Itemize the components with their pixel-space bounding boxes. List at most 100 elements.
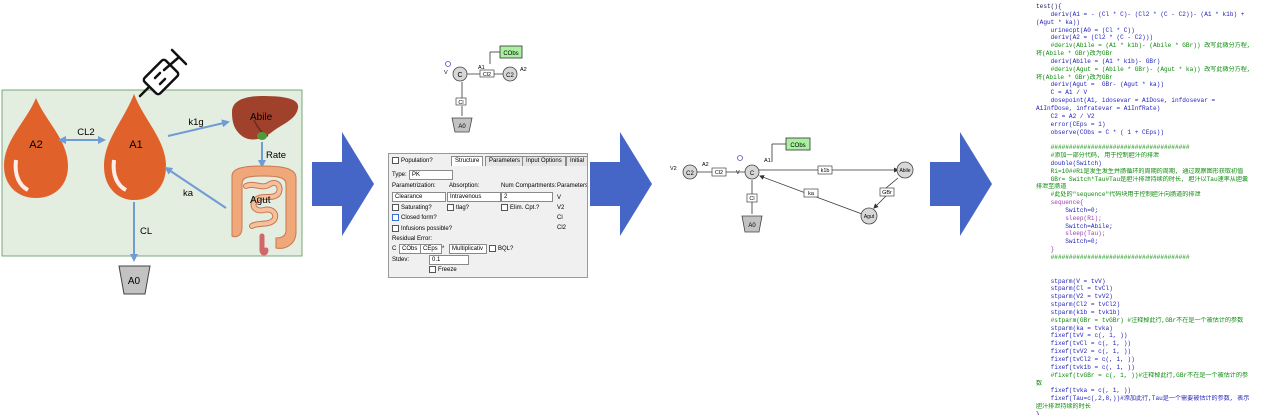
code-line: stparm(k1b = tvk1b) bbox=[1036, 308, 1121, 316]
model-diagram-small: C C2 CObs Cl2 A1 A2 V Cl A0 bbox=[444, 45, 527, 133]
flow-ka[interactable] bbox=[803, 188, 819, 198]
code-line: (Agut * ka)) bbox=[1036, 18, 1080, 26]
tlag-checkbox[interactable] bbox=[447, 204, 454, 211]
edge-rate-label: Rate bbox=[266, 150, 286, 161]
absorption-select[interactable]: Intravenous bbox=[447, 192, 501, 202]
code-line: A1InfDose, infratevar = A1InfRate) bbox=[1036, 104, 1161, 112]
flow-k1b[interactable] bbox=[817, 165, 833, 175]
flow-arrow-3 bbox=[930, 132, 992, 236]
tab-initial[interactable]: Initial bbox=[566, 156, 587, 166]
node-c2-small[interactable] bbox=[502, 66, 518, 82]
code-line: fixef(tvk1b = c(, 1, )) bbox=[1036, 363, 1135, 371]
elim-cpt-row[interactable]: Elim. Cpt.? bbox=[501, 204, 539, 212]
population-label: Population? bbox=[401, 158, 433, 165]
freeze-label: Freeze bbox=[438, 267, 457, 274]
residual-error-label: Residual Error: bbox=[392, 236, 433, 242]
code-line: stparm(ka = tvka) bbox=[1036, 324, 1113, 332]
code-line: deriv(Abile = (A1 * k1b)- GBr) bbox=[1036, 57, 1161, 65]
parametrization-select[interactable]: Clearance bbox=[392, 192, 446, 202]
intestines-icon: Agut bbox=[231, 165, 297, 256]
code-line: 胆汁排泄持续的时长 bbox=[1036, 403, 1091, 411]
edge-k1g-label: k1g bbox=[188, 117, 203, 128]
edge-ka-label: ka bbox=[183, 188, 194, 199]
code-line: C = A1 / V bbox=[1036, 89, 1088, 97]
node-cobs-label: CObs bbox=[790, 143, 805, 149]
code-line: Switch=0; bbox=[1036, 206, 1099, 214]
flow-k1b-label: k1b bbox=[821, 168, 830, 174]
num-compartments-select[interactable]: 2 bbox=[501, 192, 553, 202]
elim-cpt-checkbox[interactable] bbox=[501, 204, 508, 211]
tab-input-options[interactable]: Input Options bbox=[522, 156, 566, 166]
code-line bbox=[1036, 270, 1269, 278]
node-agut[interactable] bbox=[860, 207, 878, 225]
node-a0-small[interactable] bbox=[451, 117, 473, 133]
magnifier-icon bbox=[445, 61, 451, 67]
flow-cl2-label: Cl2 bbox=[715, 170, 723, 176]
freeze-row[interactable]: Freeze bbox=[429, 266, 457, 274]
label-a2: A2 bbox=[702, 162, 709, 168]
parametrization-label: Parametrization: bbox=[392, 183, 436, 189]
type-select[interactable]: PK bbox=[409, 170, 453, 180]
code-line: stparm(Cl = tvCl) bbox=[1036, 285, 1113, 293]
stdev-input[interactable]: 0.1 bbox=[429, 255, 469, 265]
flow-arrow-1 bbox=[312, 132, 374, 236]
bql-checkbox[interactable] bbox=[489, 245, 496, 252]
population-checkbox[interactable] bbox=[392, 157, 399, 164]
tlag-row[interactable]: tlag? bbox=[447, 204, 469, 212]
node-c[interactable] bbox=[744, 164, 760, 180]
node-c2[interactable] bbox=[682, 164, 698, 180]
label-a1: A1 bbox=[764, 158, 771, 164]
population-checkbox-row[interactable]: Population? bbox=[392, 157, 433, 165]
param-cl2: Cl2 bbox=[557, 225, 567, 231]
code-line: fixef(Tau=c(,2,8,))#添加此行,Tau是一个需要被估计的参数,… bbox=[1036, 395, 1250, 403]
freeze-checkbox[interactable] bbox=[429, 266, 436, 273]
node-cobs-small[interactable] bbox=[499, 45, 523, 59]
code-line: fixef(tvV2 = c(, 1, )) bbox=[1036, 348, 1132, 356]
label-v: V bbox=[736, 170, 740, 176]
edge-cl-label: CL bbox=[140, 226, 152, 237]
infusions-checkbox[interactable] bbox=[392, 225, 399, 232]
node-c2-label: C2 bbox=[686, 171, 694, 177]
saturating-checkbox[interactable] bbox=[392, 204, 399, 211]
node-cobs[interactable] bbox=[785, 137, 811, 151]
infusions-row[interactable]: Infusions possible? bbox=[392, 225, 452, 233]
ceps-field[interactable]: CEps bbox=[420, 244, 442, 254]
arrow-k1g bbox=[167, 119, 230, 137]
code-line: } bbox=[1036, 246, 1055, 254]
error-model-select[interactable]: Multiplicativ bbox=[449, 244, 487, 254]
drop-a1-label: A1 bbox=[129, 139, 142, 151]
drop-a2-label: A2 bbox=[29, 139, 42, 151]
flow-cl[interactable] bbox=[746, 193, 758, 203]
flow-cl-small-label: Cl bbox=[458, 100, 463, 106]
code-line: Switch=Abile; bbox=[1036, 222, 1113, 230]
label-a2-small: A2 bbox=[520, 67, 527, 73]
tab-parameters[interactable]: Parameters bbox=[485, 156, 525, 166]
code-line: #stparm(GBr = tvGBr) #注释掉此行,GBr不在是一个被估计的… bbox=[1036, 316, 1244, 324]
flow-cl-label: Cl bbox=[749, 196, 754, 202]
code-line: ###################################### bbox=[1036, 254, 1190, 261]
code-line: sleep(Tau); bbox=[1036, 230, 1106, 238]
flow-cl-small[interactable] bbox=[455, 97, 467, 106]
code-line: urinecpt(A0 = (Cl * C)) bbox=[1036, 26, 1135, 34]
node-a0-small-label: A0 bbox=[458, 124, 466, 130]
tlag-label: tlag? bbox=[456, 205, 470, 212]
flow-ka-label: ka bbox=[808, 191, 815, 197]
bql-row[interactable]: BQL? bbox=[489, 245, 513, 253]
node-c-small[interactable] bbox=[452, 66, 468, 82]
node-a0[interactable] bbox=[741, 215, 763, 233]
node-abile[interactable] bbox=[896, 161, 914, 179]
code-line: dosepoint(A1, idosevar = A1Dose, infdose… bbox=[1036, 97, 1216, 105]
code-line: 将(Abile * GBr)改为GBr bbox=[1036, 50, 1113, 58]
code-line bbox=[1036, 262, 1269, 270]
node-c-label: C bbox=[750, 171, 755, 177]
flow-cl2-small[interactable] bbox=[479, 69, 495, 78]
saturating-row[interactable]: Saturating? bbox=[392, 204, 432, 212]
code-line: error(CEps = 1) bbox=[1036, 120, 1106, 128]
flow-cl2[interactable] bbox=[711, 167, 727, 177]
closed-form-checkbox[interactable] bbox=[392, 214, 399, 221]
parameters-label: Parameters bbox=[557, 183, 588, 189]
tab-structure[interactable]: Structure bbox=[451, 156, 484, 166]
cobs-field[interactable]: CObs bbox=[399, 244, 421, 254]
flow-gbr[interactable] bbox=[879, 187, 895, 197]
closed-form-row[interactable]: Closed form? bbox=[392, 214, 437, 222]
